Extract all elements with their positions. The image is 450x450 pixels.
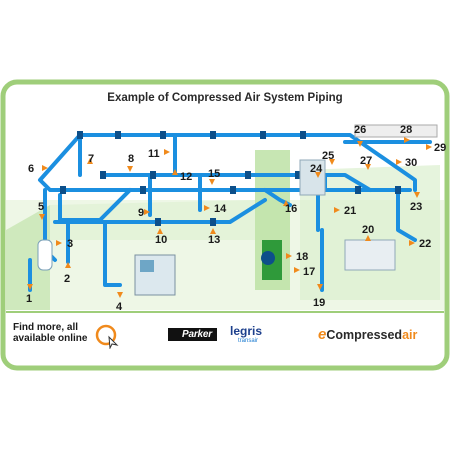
label-6: 6 (28, 163, 34, 175)
label-7: 7 (88, 153, 94, 165)
label-12: 12 (180, 171, 192, 183)
ecompressedair-main: Compressed (326, 328, 403, 342)
label-25: 25 (322, 150, 334, 162)
ecompressedair-e: e (318, 326, 327, 343)
legris-logo: legris (230, 324, 263, 338)
label-14: 14 (214, 203, 227, 215)
hose-reel (261, 251, 275, 265)
label-16: 16 (285, 203, 297, 215)
branch-pipe-lower (53, 198, 267, 224)
label-19: 19 (313, 297, 325, 309)
pipe-fittings (60, 131, 401, 226)
label-11: 11 (148, 148, 160, 160)
label-26: 26 (354, 124, 366, 136)
tank-left (37, 239, 53, 271)
label-22: 22 (419, 238, 431, 250)
label-24: 24 (310, 163, 323, 175)
tool-24 (299, 159, 326, 196)
label-3: 3 (67, 238, 73, 250)
label-17: 17 (303, 266, 315, 278)
drop-pipe-4 (103, 220, 122, 287)
inner-loop-pipe (78, 133, 372, 192)
label-18: 18 (296, 251, 308, 263)
left-wall (6, 205, 50, 310)
label-29: 29 (434, 142, 446, 154)
legris-sub-logo: transair (238, 338, 259, 344)
label-13: 13 (208, 234, 220, 246)
drop-pipe-22 (396, 188, 417, 242)
ecompressedair-logo: eCompressedair (318, 326, 417, 343)
label-15: 15 (208, 168, 220, 180)
ecompressedair-air: air (402, 328, 418, 342)
label-27: 27 (360, 155, 372, 167)
diagram-title: Example of Compressed Air System Piping (107, 92, 343, 104)
e-cursor-icon[interactable] (95, 323, 121, 349)
label-28: 28 (400, 124, 412, 136)
label-5: 5 (38, 201, 44, 213)
label-30: 30 (405, 157, 417, 169)
label-10: 10 (155, 234, 167, 246)
orange-markers (27, 137, 432, 298)
label-20: 20 (362, 224, 374, 236)
label-21: 21 (344, 205, 356, 217)
label-2: 2 (64, 273, 70, 285)
label-23: 23 (410, 201, 422, 213)
parker-logo: Parker (168, 328, 217, 341)
label-9: 9 (138, 207, 144, 219)
right-wall (300, 165, 440, 300)
label-4: 4 (116, 301, 123, 313)
machine-4-screen (140, 260, 154, 272)
bench-20 (344, 239, 396, 271)
main-loop-pipe (38, 133, 417, 192)
label-1: 1 (26, 293, 32, 305)
find-more-text: Find more, all available online (13, 322, 88, 344)
panel-26-28 (354, 124, 438, 138)
label-8: 8 (128, 153, 134, 165)
